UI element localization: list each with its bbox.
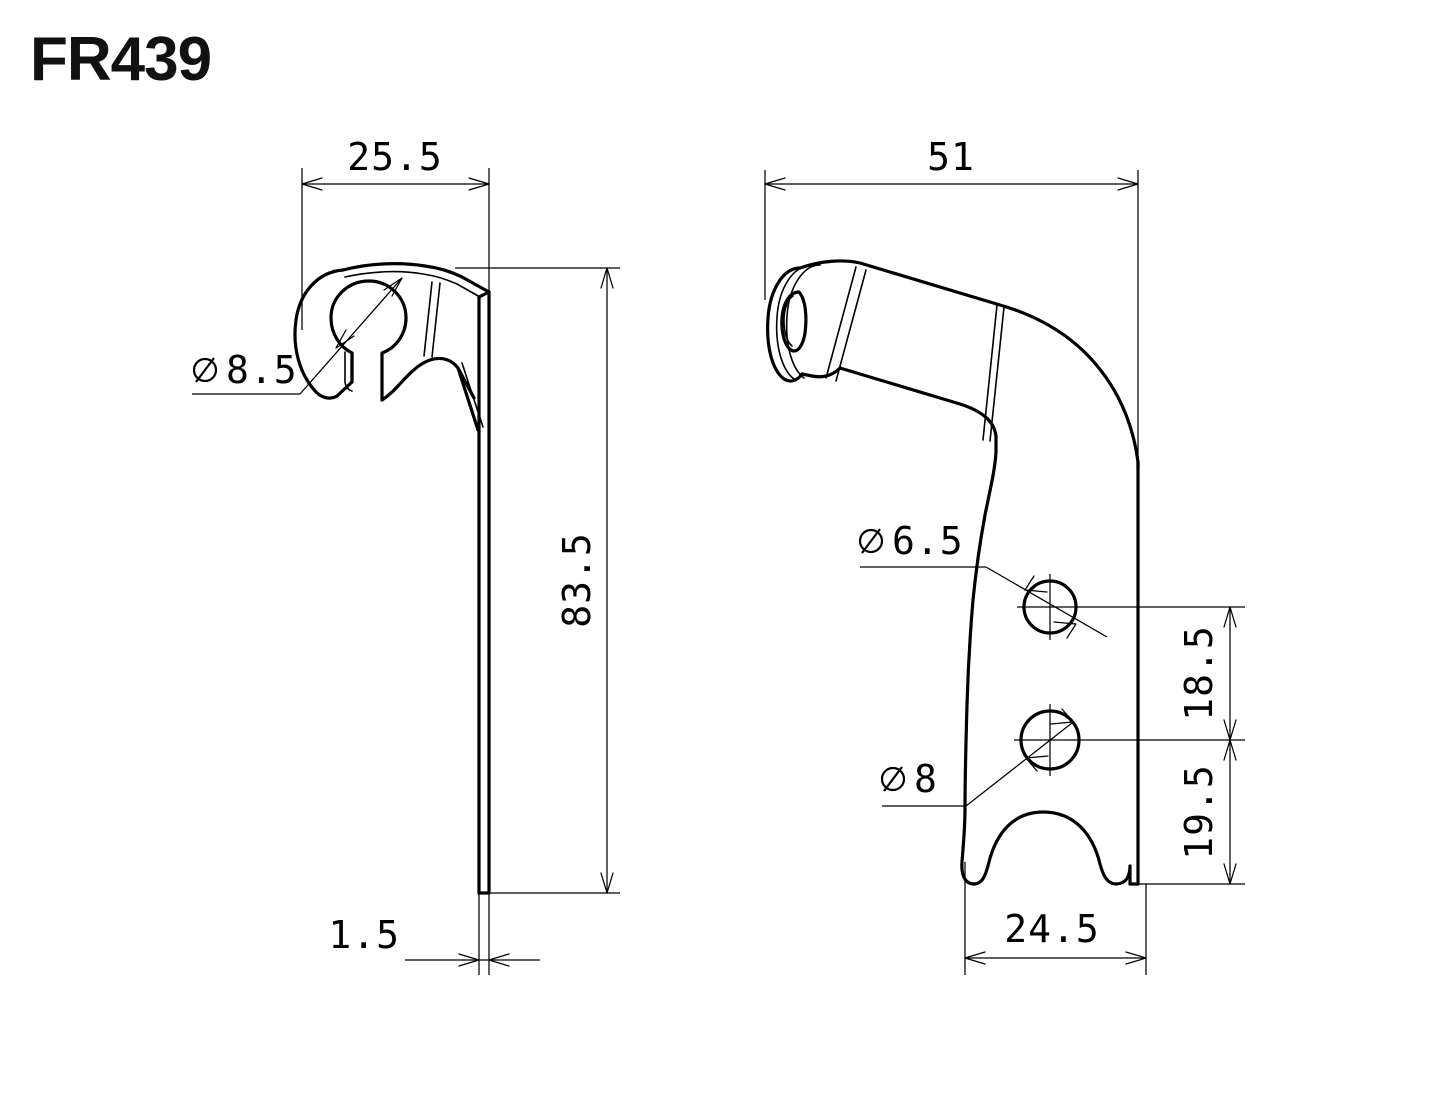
body-bend-line-a [423, 281, 433, 357]
callout-label-dia-8-5: 8.5 [226, 348, 298, 392]
arrow-18-5-bottom [1223, 719, 1237, 741]
collar-bore-slot-inner [783, 295, 794, 347]
dim-label-24-5: 24.5 [1004, 907, 1100, 951]
arrow-1-5-left [458, 953, 480, 967]
diameter-symbol-8-5-icon [192, 357, 218, 383]
leader-line-dia-6-5-diagonal [985, 566, 1108, 638]
arrow-1-5-right [488, 953, 510, 967]
collar-tail [800, 366, 842, 379]
clamp-head-outline [293, 268, 476, 402]
left-side-view: 25.5 83.5 1.5 8.5 [192, 135, 620, 975]
arm-fold-line-a2 [835, 269, 867, 382]
clamp-head-rim-fold [344, 270, 481, 298]
clamp-head-top-rim [341, 262, 491, 294]
arrow-dia-6-5-lower [1053, 621, 1077, 639]
arrow-83-5-top [600, 267, 614, 289]
arrow-dia-8-upper [1050, 708, 1074, 725]
collar-bore-slot [780, 290, 808, 353]
collar-outer-ring-back2 [785, 264, 821, 379]
dim-label-25-5: 25.5 [347, 135, 443, 179]
arrow-51-right [1117, 177, 1139, 191]
arrow-dia-8-5-inner [335, 329, 355, 349]
arrow-18-5-top [1223, 606, 1237, 628]
arrow-51-left [764, 177, 786, 191]
diameter-symbol-8-icon [880, 766, 906, 792]
dim-label-1-5: 1.5 [328, 913, 400, 957]
thin-plate-top [477, 290, 491, 299]
arrow-83-5-bottom [600, 872, 614, 894]
callout-label-dia-6-5: 6.5 [892, 519, 964, 563]
clamp-slot-inner [344, 351, 353, 392]
arm-top-edge [798, 259, 1140, 472]
arm-fold-line-b2 [989, 306, 1005, 442]
arm-fold-line-b1 [982, 304, 998, 441]
dim-label-51: 51 [927, 135, 975, 179]
bottom-u-cutout [972, 810, 1132, 886]
body-left-profile [960, 450, 998, 886]
callout-label-dia-8: 8 [914, 757, 938, 801]
arrow-25-5-right [468, 177, 490, 191]
page-title: FR439 [30, 25, 211, 94]
arrow-19-5-bottom [1223, 863, 1237, 885]
body-lower-diagonal [456, 366, 480, 432]
diameter-symbol-6-5-icon [858, 528, 884, 554]
arrow-25-5-left [301, 177, 323, 191]
arrow-24-5-right [1125, 951, 1147, 965]
arrow-dia-6-5-upper [1024, 575, 1048, 593]
dim-label-83-5: 83.5 [555, 532, 599, 628]
leader-line-dia-8-5-diagonal [299, 277, 403, 395]
collar-outer-ring [766, 266, 804, 383]
arrow-19-5-top [1223, 739, 1237, 761]
arrow-24-5-left [964, 951, 986, 965]
body-bend-line-b [431, 282, 441, 358]
right-front-view: 51 18.5 19.5 24.5 6.5 [764, 135, 1245, 975]
arrow-dia-8-lower [1025, 755, 1049, 772]
leader-line-dia-8-diagonal [965, 722, 1073, 807]
dim-label-18-5: 18.5 [1177, 625, 1221, 721]
collar-outer-ring-back [775, 265, 811, 380]
arrow-dia-8-5-outer [383, 277, 403, 297]
dim-label-19-5: 19.5 [1177, 764, 1221, 860]
arm-fold-line-a1 [825, 266, 857, 379]
